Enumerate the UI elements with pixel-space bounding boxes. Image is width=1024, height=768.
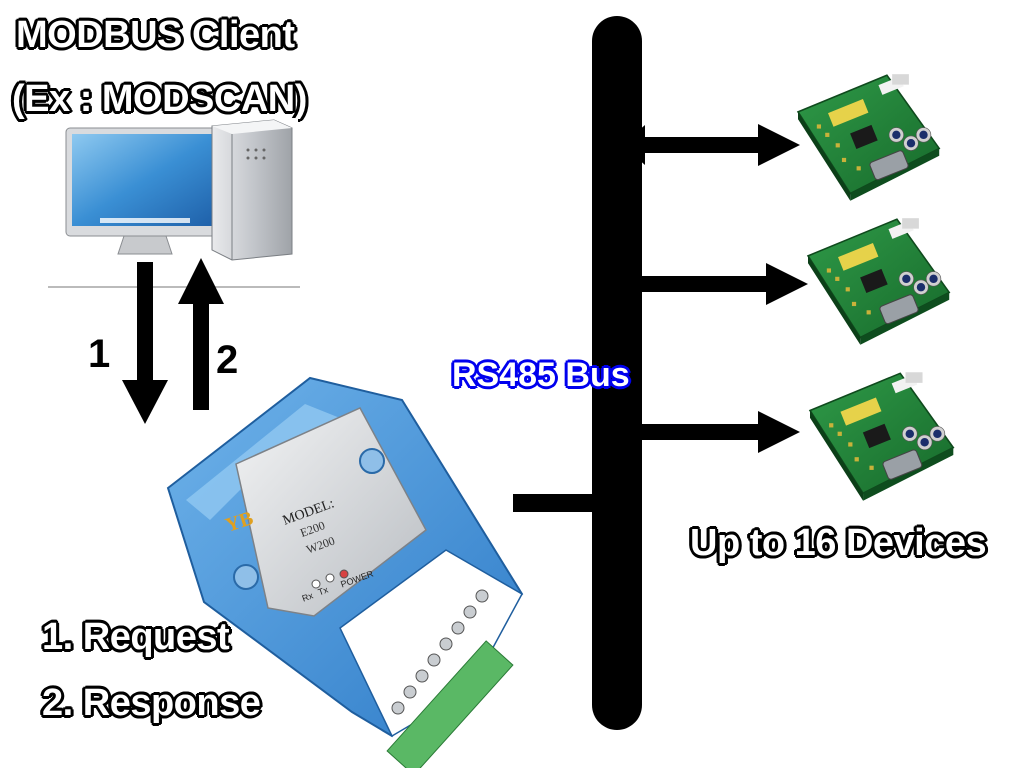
legend-request: 1. Request — [42, 616, 230, 658]
bus-arrow-device-2 — [640, 263, 808, 305]
request-step-number: 1 — [88, 332, 111, 376]
bus-arrow-device-3 — [640, 411, 800, 453]
client-title: MODBUS Client — [16, 14, 295, 56]
devices-caption: Up to 16 Devices — [690, 522, 987, 564]
rs485-bus — [513, 16, 642, 730]
bus-arrow-device-1 — [622, 124, 800, 166]
circuit-board-icon — [807, 217, 951, 346]
response-step-number: 2 — [216, 338, 239, 382]
rs485-bus-label: RS485 Bus — [452, 356, 630, 394]
request-arrow — [122, 262, 168, 424]
circuit-board-icon — [809, 371, 955, 502]
converter-device-icon: YB — [166, 376, 524, 768]
circuit-board-icon — [797, 73, 941, 202]
legend-response: 2. Response — [42, 682, 261, 724]
client-example: (Ex : MODSCAN) — [12, 78, 307, 120]
computer-icon — [48, 118, 300, 290]
response-arrow — [178, 258, 224, 410]
